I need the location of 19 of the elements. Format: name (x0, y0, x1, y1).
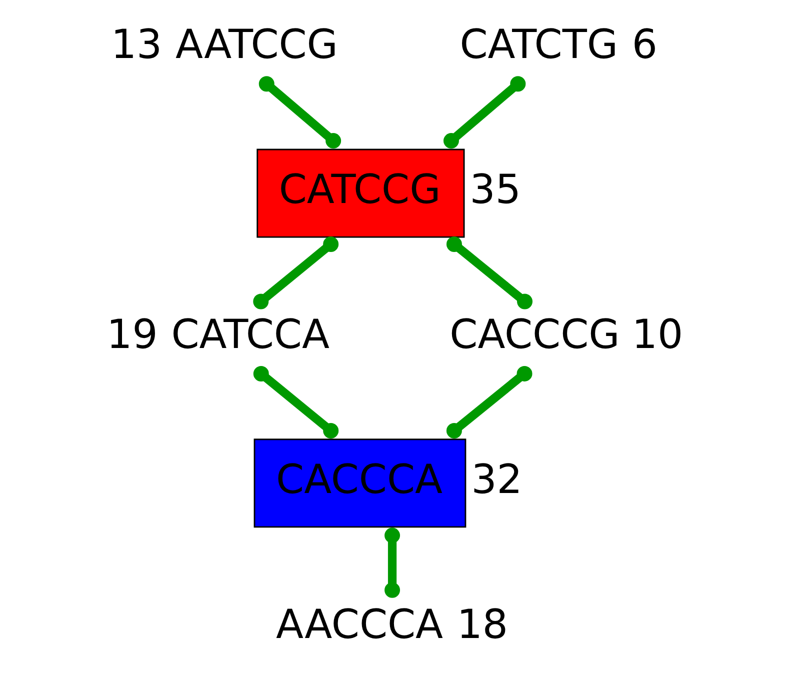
node-text: AATCCG (175, 22, 338, 68)
node-label: 6 (631, 22, 657, 68)
node-text: AACCCA (276, 602, 443, 648)
node-text: CATCCA (170, 312, 329, 358)
connector (446, 236, 532, 310)
node-label: 32 (470, 457, 522, 504)
node-label: 10 (631, 312, 683, 358)
connector (446, 366, 532, 439)
connector (258, 76, 341, 149)
connector (252, 366, 338, 438)
connector (442, 76, 526, 149)
node-label: 18 (456, 602, 508, 648)
connector (252, 236, 338, 310)
node-label: 35 (469, 167, 520, 214)
node-text: CACCCG (449, 312, 620, 358)
node-label: 19 (106, 312, 158, 358)
connector (384, 528, 400, 598)
node-text: CATCTG (459, 22, 618, 68)
node-label: 13 (110, 22, 162, 68)
